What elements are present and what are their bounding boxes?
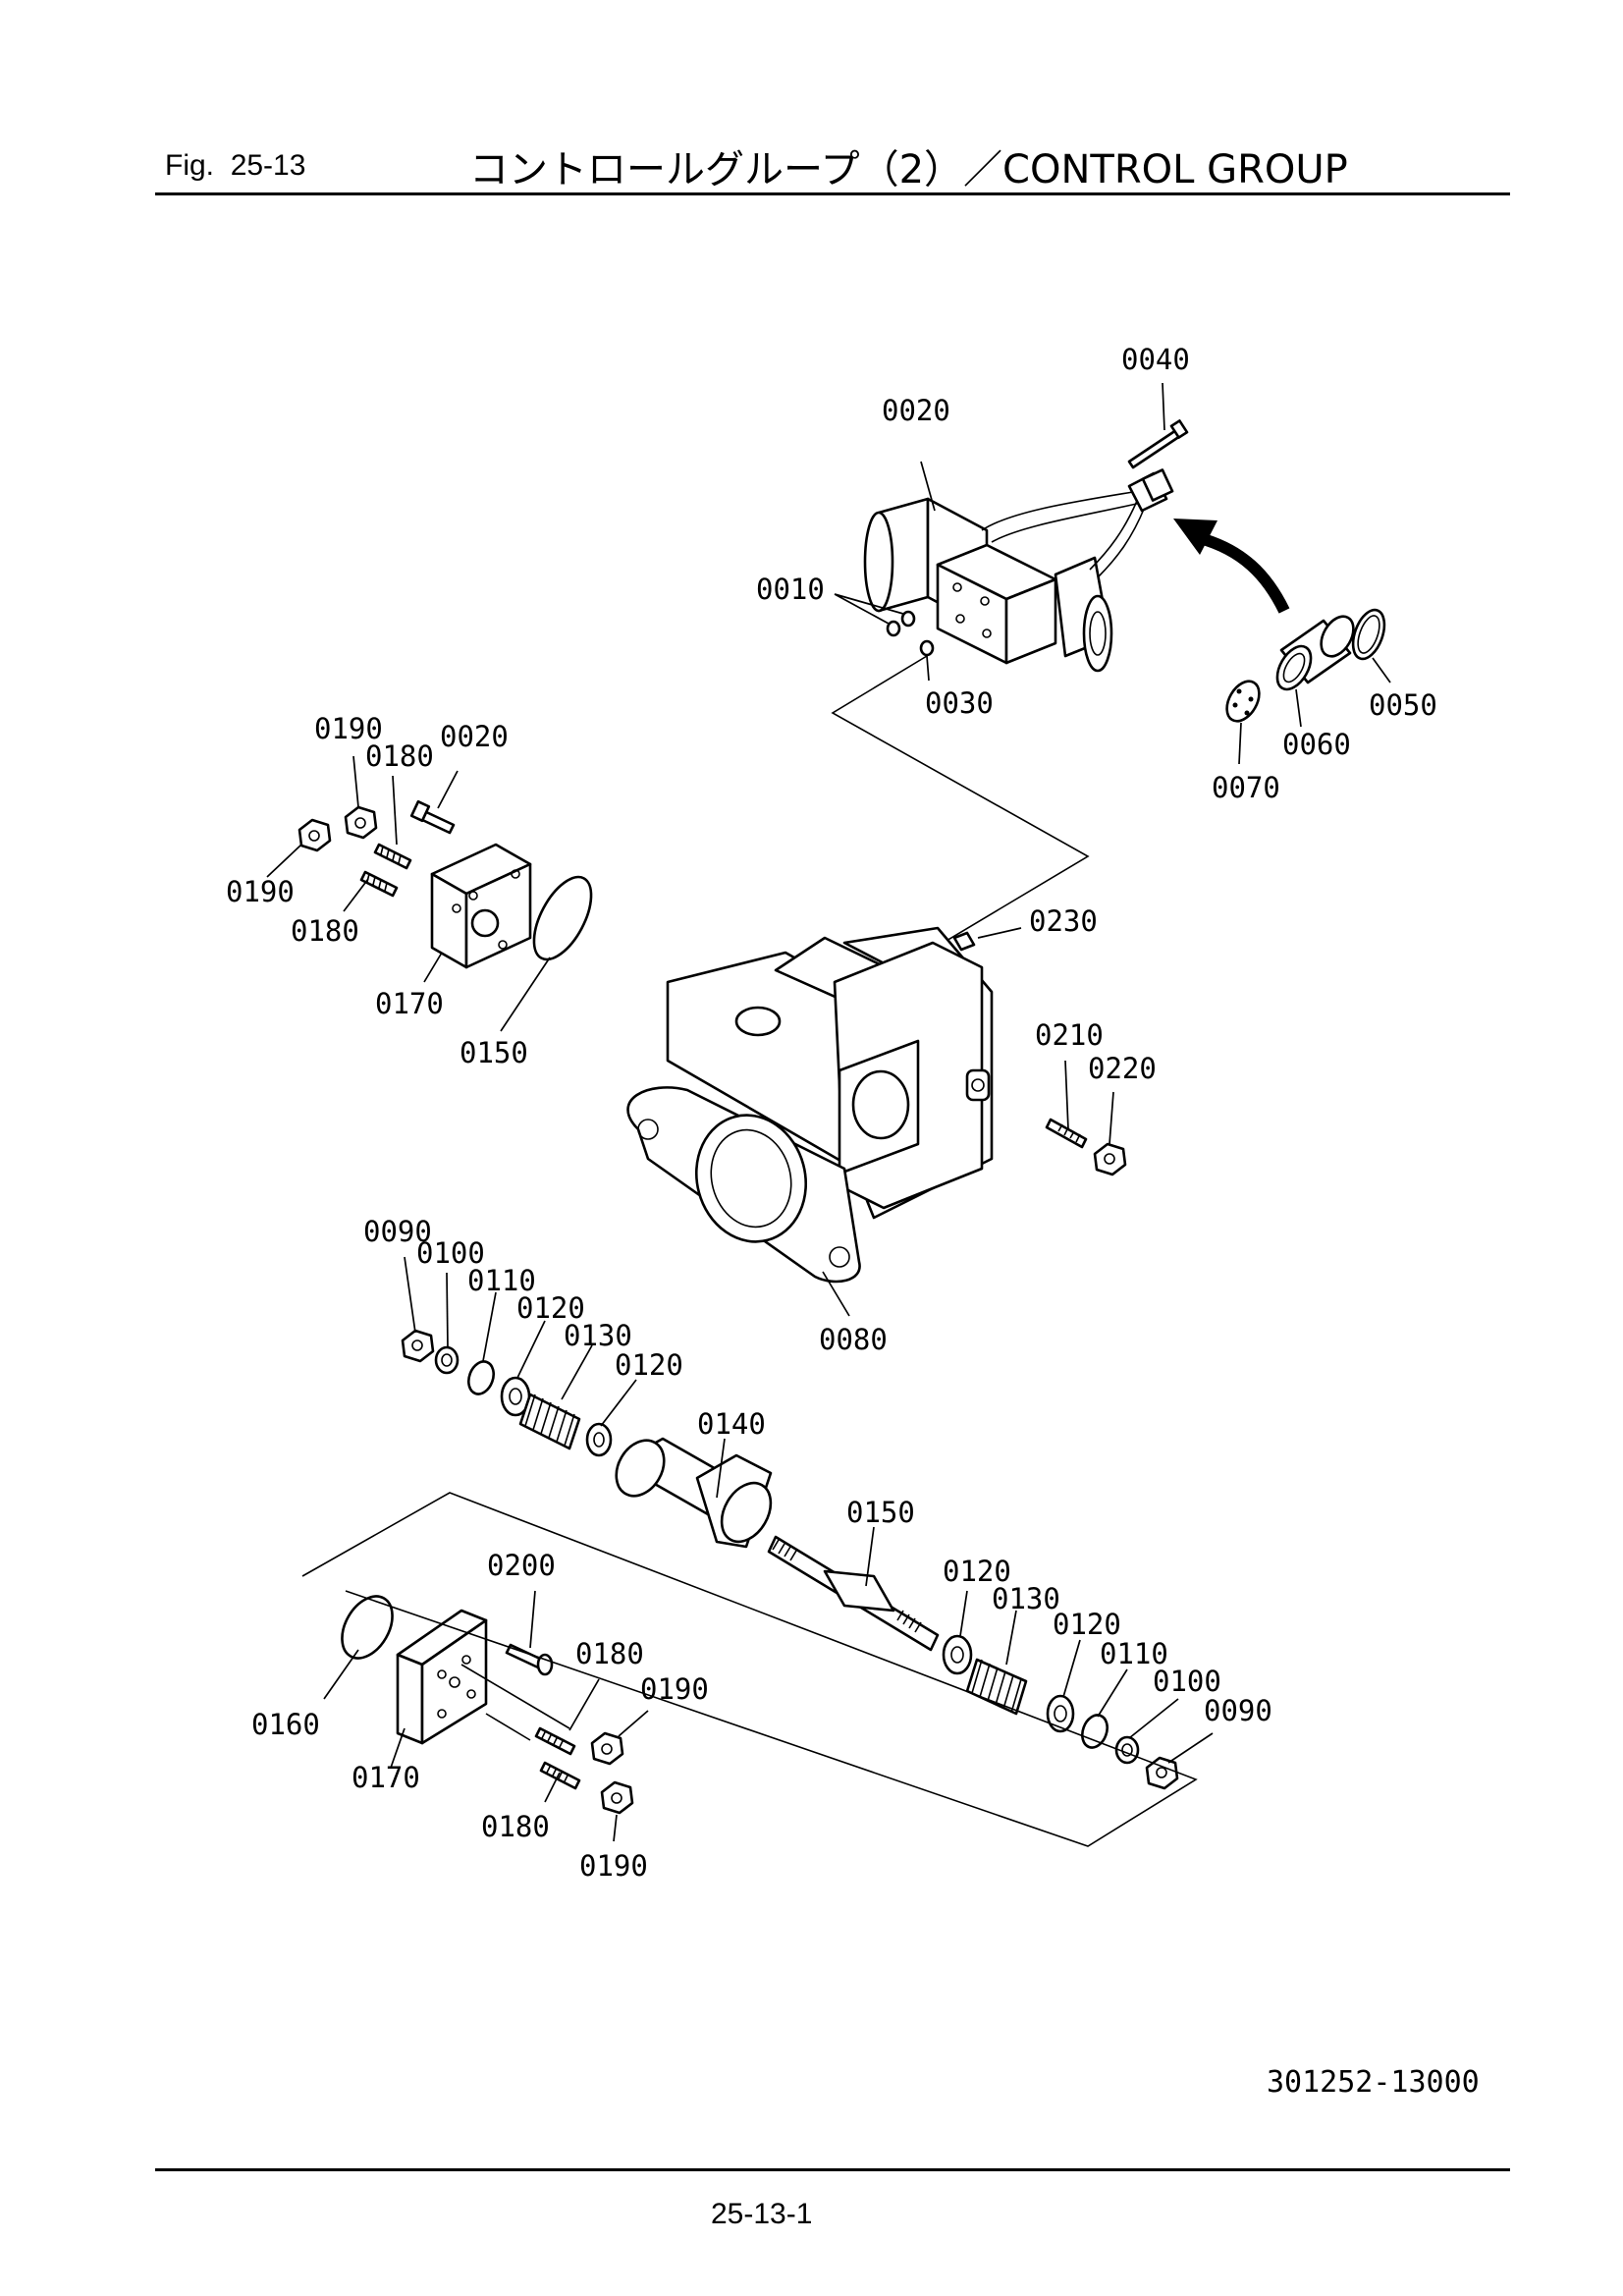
label-0120-d: 0120 [1053, 1608, 1121, 1641]
assembly-arrow [1198, 532, 1290, 614]
nut-0220 [1093, 1142, 1127, 1176]
label-0010: 0010 [756, 573, 825, 606]
label-0100-b: 0100 [1153, 1665, 1221, 1698]
washer-0100-b [1114, 1735, 1140, 1765]
cover-0170-upper [430, 843, 532, 969]
nut-0090-b [1145, 1756, 1179, 1790]
label-0190-c: 0190 [640, 1672, 709, 1706]
label-0110-b: 0110 [1100, 1637, 1168, 1670]
spring-seat-0120-c [942, 1634, 973, 1675]
label-0090: 0090 [363, 1215, 432, 1248]
label-0050: 0050 [1369, 688, 1437, 722]
bolt-0200 [505, 1643, 554, 1676]
spool-0150 [767, 1535, 940, 1652]
spring-seat-0120-d [1046, 1694, 1075, 1733]
stud-0180-a [373, 843, 412, 870]
label-0080: 0080 [819, 1323, 888, 1356]
page-number: 25-13-1 [711, 2198, 813, 2230]
page-title: コントロールグループ（2）／CONTROL GROUP [469, 147, 1348, 192]
guide-line-stud [460, 1664, 570, 1729]
stud-0180-c [534, 1726, 576, 1756]
o-ring-0150-upper [532, 875, 593, 961]
nut-0090-a [401, 1329, 435, 1363]
label-0180-b: 0180 [291, 914, 359, 948]
header-rule [155, 192, 1510, 195]
label-0070: 0070 [1212, 771, 1280, 804]
label-0180-c: 0180 [575, 1637, 644, 1670]
nut-0190-d [600, 1780, 634, 1815]
bolt-0020-b [409, 799, 456, 835]
label-0040: 0040 [1121, 343, 1190, 376]
label-0160: 0160 [251, 1708, 320, 1741]
label-0090-b: 0090 [1204, 1694, 1272, 1727]
label-0170-b: 0170 [352, 1761, 420, 1794]
label-0220: 0220 [1088, 1052, 1157, 1085]
o-ring-0030 [919, 639, 935, 657]
label-0130: 0130 [564, 1319, 632, 1352]
stud-0180-d [539, 1761, 581, 1790]
solenoid-valve-0020 [863, 468, 1174, 673]
figure-prefix: Fig. [165, 149, 215, 182]
plug-0230 [952, 931, 976, 952]
orifice-0070 [1225, 680, 1261, 723]
figure-label: Fig. 25-13 [165, 149, 305, 183]
spring-0130-b [965, 1658, 1028, 1716]
o-ring-0010-b [900, 610, 916, 628]
sleeve-0140 [615, 1437, 773, 1549]
label-0190-b: 0190 [226, 875, 295, 908]
spring-seat-0120-b [585, 1422, 613, 1457]
label-0200: 0200 [487, 1549, 556, 1582]
label-0150-b: 0150 [846, 1496, 915, 1529]
o-ring-0160 [341, 1595, 394, 1660]
assembly-guide-lower [301, 1492, 1198, 1847]
label-0030: 0030 [925, 686, 994, 720]
fitting-0060 [1275, 615, 1355, 691]
leader-lines [266, 382, 1391, 1842]
label-0190-d: 0190 [579, 1849, 648, 1883]
part-labels: 0040 0020 0010 0030 0050 0060 0070 0190 … [226, 343, 1437, 1883]
label-0060: 0060 [1282, 728, 1351, 761]
label-0140: 0140 [697, 1407, 766, 1441]
spring-0130-a [518, 1393, 581, 1450]
label-0150: 0150 [460, 1036, 528, 1069]
cover-0170-lower [396, 1609, 488, 1745]
label-0170: 0170 [375, 987, 444, 1020]
snap-ring-0110-a [467, 1360, 495, 1395]
label-0020-b: 0020 [440, 720, 509, 753]
label-0180: 0180 [365, 739, 434, 773]
label-0120-c: 0120 [943, 1555, 1011, 1588]
stud-0210 [1045, 1118, 1088, 1149]
label-0120-b: 0120 [615, 1348, 683, 1382]
label-0120: 0120 [516, 1291, 585, 1325]
assembly-guide-upper [831, 655, 1090, 991]
nut-0190-a [298, 818, 332, 852]
washer-0100-a [434, 1345, 460, 1375]
document-number: 301252-13000 [1267, 2065, 1480, 2100]
guide-line-stud-2 [485, 1713, 531, 1741]
label-0020: 0020 [882, 394, 950, 427]
label-0110: 0110 [467, 1264, 536, 1297]
label-0180-d: 0180 [481, 1810, 550, 1843]
bolt-0040 [1127, 419, 1189, 469]
footer-rule [155, 2168, 1510, 2171]
nut-0190-c [590, 1731, 624, 1766]
nut-0190-b [344, 805, 378, 840]
o-ring-0010-a [886, 620, 901, 637]
figure-number: 25-13 [230, 149, 306, 182]
label-0210: 0210 [1035, 1018, 1104, 1052]
stud-0180-b [359, 870, 399, 898]
valve-body-0080 [626, 926, 994, 1284]
assembly-arrow-head [1173, 519, 1217, 555]
snap-ring-0110-b [1081, 1714, 1109, 1749]
label-0100: 0100 [416, 1236, 485, 1270]
label-0130-b: 0130 [992, 1582, 1060, 1615]
label-0230: 0230 [1029, 904, 1098, 938]
label-0190: 0190 [314, 712, 383, 745]
o-ring-0050 [1351, 608, 1386, 661]
